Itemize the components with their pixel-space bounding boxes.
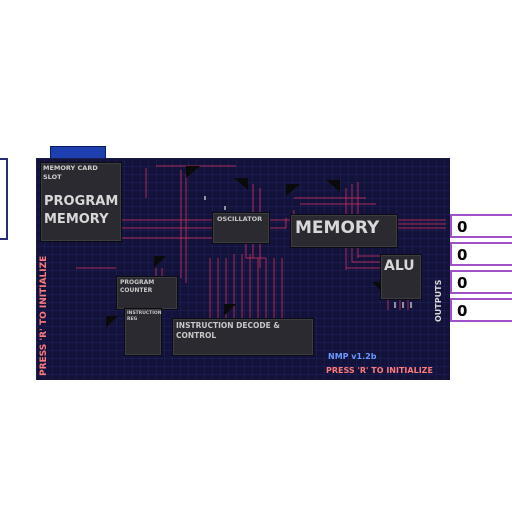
side-initialize-prompt: PRESS 'R' TO INITIALIZE (39, 255, 49, 376)
instruction-decode-label: INSTRUCTION DECODE & CONTROL (176, 321, 280, 340)
outputs-label: OUTPUTS (434, 279, 443, 322)
version-label: NMP v1.2b (328, 352, 377, 361)
memory-card-slot-label: MEMORY CARD SLOT (43, 164, 98, 181)
memory-label: MEMORY (295, 218, 380, 238)
oscillator-chip[interactable]: OSCILLATOR (212, 212, 270, 244)
instruction-register-chip[interactable]: INSTRUCTION REG (124, 308, 162, 356)
output-box-3: 0 (450, 270, 512, 294)
output-value-3: 0 (457, 274, 468, 292)
circuit-board: MEMORY CARD SLOT PROGRAM MEMORY OSCILLAT… (36, 158, 450, 380)
instruction-decode-chip[interactable]: INSTRUCTION DECODE & CONTROL (172, 318, 314, 356)
output-box-4: 0 (450, 298, 512, 322)
memory-chip[interactable]: MEMORY (290, 214, 398, 248)
output-box-1: 0 (450, 214, 512, 238)
bottom-initialize-prompt: PRESS 'R' TO INITIALIZE (326, 366, 433, 375)
oscillator-label: OSCILLATOR (217, 215, 263, 223)
output-value-4: 0 (457, 302, 468, 320)
left-panel-tab[interactable] (0, 158, 8, 240)
program-memory-label: PROGRAM MEMORY (44, 194, 119, 227)
alu-label: ALU (384, 258, 415, 274)
program-memory-chip[interactable]: MEMORY CARD SLOT PROGRAM MEMORY (40, 162, 122, 242)
output-box-2: 0 (450, 242, 512, 266)
instruction-register-label: INSTRUCTION REG (127, 311, 162, 322)
alu-chip[interactable]: ALU (380, 254, 422, 300)
output-value-1: 0 (457, 218, 468, 236)
output-value-2: 0 (457, 246, 468, 264)
program-counter-label: PROGRAM COUNTER (120, 279, 155, 294)
program-counter-chip[interactable]: PROGRAM COUNTER (116, 276, 178, 310)
